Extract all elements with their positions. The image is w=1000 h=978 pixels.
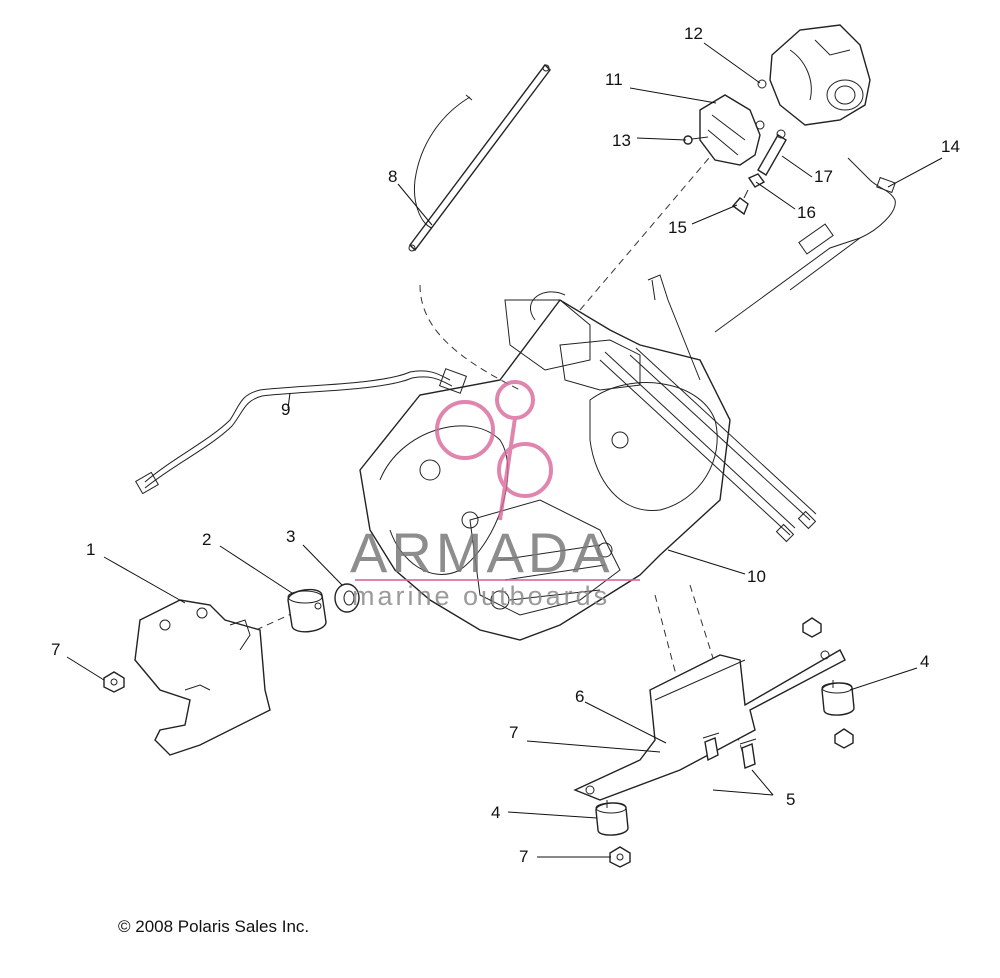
callout-7-center: 7 (509, 723, 518, 742)
sensor-clip (747, 173, 766, 188)
callout-2: 2 (202, 530, 211, 549)
engine-mount-bracket-left (134, 599, 271, 756)
callout-13: 13 (612, 131, 631, 150)
engine-mount-cushion (287, 588, 327, 633)
throttle-cover (699, 94, 765, 166)
callout-11: 11 (605, 70, 623, 89)
throttle-body (757, 24, 871, 126)
callout-15: 15 (668, 218, 687, 237)
copyright-notice: © 2008 Polaris Sales Inc. (118, 917, 310, 936)
nut-bottom (609, 846, 631, 868)
callout-6: 6 (575, 687, 584, 706)
nut-left (103, 671, 125, 693)
watermark-subtitle: marine outboards (352, 581, 610, 611)
temperature-sensor (731, 189, 749, 216)
callout-9: 9 (281, 400, 290, 419)
callout-7-bottom: 7 (519, 847, 528, 866)
watermark-logo-icon (435, 380, 553, 521)
callout-4-right: 4 (920, 652, 929, 671)
callout-12: 12 (684, 24, 703, 43)
mount-cushion-bottom (595, 800, 629, 836)
dipstick-tube (408, 63, 551, 252)
callout-8: 8 (388, 167, 397, 186)
callout-17: 17 (814, 167, 833, 186)
engine-assembly (359, 274, 817, 641)
callout-7-left: 7 (51, 640, 60, 659)
mount-cushion-right (821, 680, 855, 716)
callout-1: 1 (86, 540, 95, 559)
callout-10: 10 (747, 567, 766, 586)
bolt-left (702, 732, 720, 762)
callout-4-bottom: 4 (491, 803, 500, 822)
callout-14: 14 (941, 137, 960, 156)
spark-plug-wire (135, 368, 468, 495)
throttle-cable (714, 157, 896, 333)
nut-right-top (802, 617, 822, 638)
bolt-right (739, 738, 757, 769)
watermark: ARMADA marine outboards (350, 380, 640, 611)
leader-lines (66, 42, 943, 858)
callout-5: 5 (786, 790, 795, 809)
engine-mount-bracket-rear (573, 649, 846, 801)
nut-right-bottom (834, 728, 854, 749)
callout-16: 16 (797, 203, 816, 222)
watermark-title: ARMADA (350, 521, 614, 584)
callout-3: 3 (286, 527, 295, 546)
sensor-tube (757, 129, 787, 176)
mount-washer (334, 583, 360, 613)
